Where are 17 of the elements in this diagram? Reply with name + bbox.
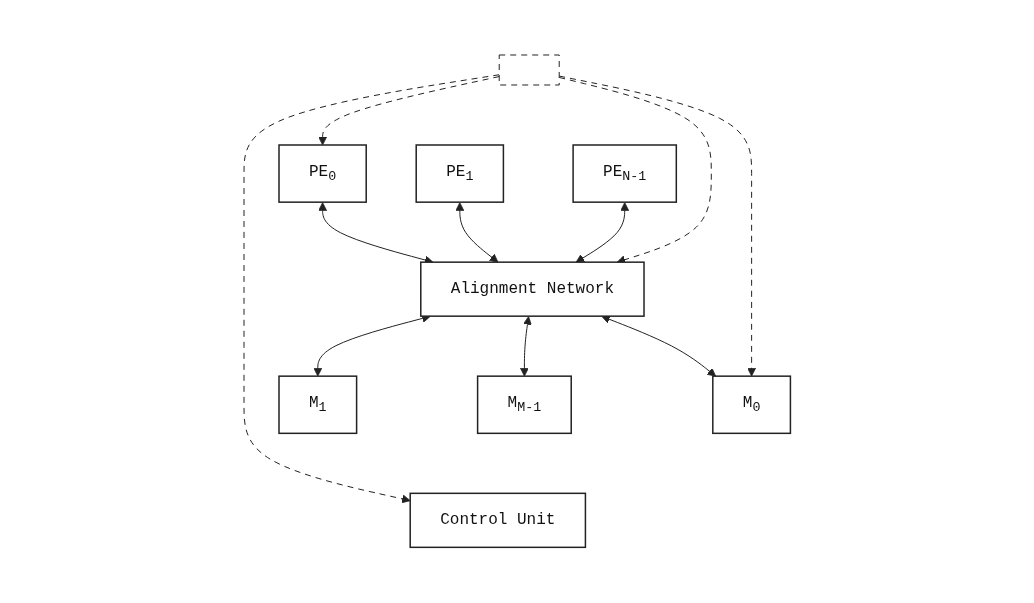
node-box: M$_{1}$ [278,375,358,435]
arrow [601,315,716,377]
arrow [455,202,499,263]
node-box: M$_{0}$ [711,375,791,435]
arrow [313,314,431,377]
arrow [575,202,629,263]
node-box: PE$_{1}$ [415,144,504,204]
node-box: PE$_{N-1}$ [572,144,677,204]
node-box: PE$_{0}$ [278,144,367,204]
arrow [519,316,532,377]
arrow [318,76,500,146]
node-box: Control Unit [409,492,586,549]
arrow [558,75,756,377]
node-box: M$_{M-1}$ [476,375,572,435]
node-box: Alignment Network [419,261,645,318]
node-bar [498,54,560,86]
arrow [243,74,500,504]
